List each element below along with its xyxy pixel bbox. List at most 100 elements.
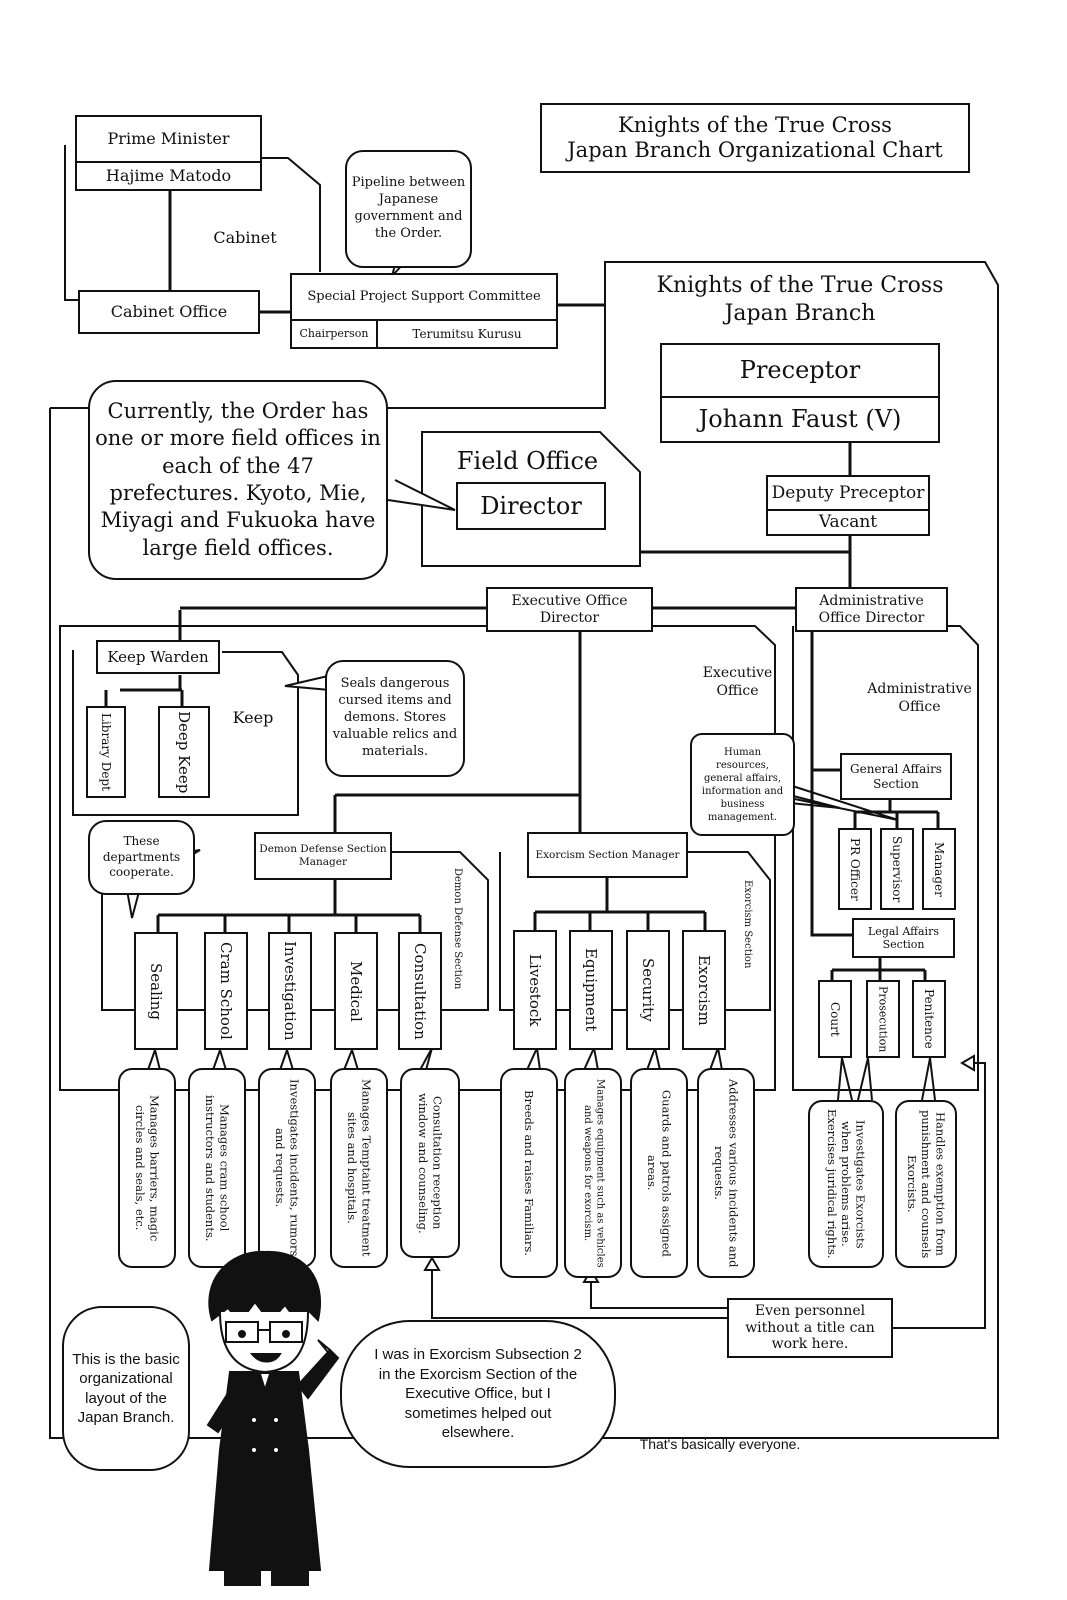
left-speech-bubble: This is the basic organizational layout … [62,1306,190,1471]
dept-label: Exorcism [695,954,713,1026]
dept-label: Investigation [281,941,299,1041]
dept-desc-bubble: Consultation reception window and counse… [400,1068,460,1258]
ga-unit-label: Manager [932,841,946,897]
dept-desc-bubble: Manages Temptaint treatment sites and ho… [330,1068,388,1268]
dept-desc: Consultation reception window and counse… [416,1092,445,1234]
preceptor-name: Johann Faust (V) [662,395,938,441]
committee-chair-row: Chairperson Terumitsu Kurusu [292,318,556,347]
dept-desc-bubble: Guards and patrols assigned areas. [630,1068,688,1278]
everyone-note: That's basically everyone. [639,1436,801,1452]
branch-heading-line2: Japan Branch [724,300,876,326]
dept-desc: Manages Temptaint treatment sites and ho… [345,1079,374,1257]
dept-box: Investigation [268,932,312,1050]
dept-label: Cram School [217,942,235,1040]
dept-box: Exorcism [682,930,726,1050]
dept-desc: Investigates incidents, rumors and reque… [273,1079,302,1257]
admin-office-label: Administrative Office [867,681,972,715]
dept-desc-bubble: Investigates incidents, rumors and reque… [258,1068,316,1268]
field-office-note-text: Currently, the Order has one or more fie… [95,399,381,560]
penitence-desc: Handles exemption from punishment and co… [904,1109,948,1259]
executive-director-label: Executive Office Director [511,592,628,626]
right-speech-text: I was in Exorcism Subsection 2 in the Ex… [374,1346,582,1442]
dept-desc: Guards and patrols assigned areas. [645,1089,674,1257]
dept-label: Livestock [526,953,544,1027]
ga-unit-box: Manager [922,828,956,910]
dept-desc: Manages cram school instructors and stud… [203,1094,232,1242]
ga-unit-box: PR Officer [838,828,872,910]
ga-unit-label: Supervisor [890,835,904,903]
legal-unit-label: Prosecution [876,985,890,1053]
field-director-label: Director [480,491,582,520]
legal-unit-box: Penitence [912,980,946,1058]
chart-title-line1: Knights of the True Cross [618,112,892,137]
dept-box: Security [626,930,670,1050]
left-speech-text: This is the basic organizational layout … [72,1350,180,1427]
branch-heading-line1: Knights of the True Cross [656,273,944,298]
demon-manager-label: Demon Defense Section Manager [259,843,387,868]
legal-unit-label: Court [828,1001,842,1037]
exorcism-section-label: Exorcism Section [742,880,753,969]
deputy-preceptor-label: Deputy Preceptor [771,482,925,503]
committee-label: Special Project Support Committee [307,288,541,304]
library-dept-box: Library Dept [86,706,126,798]
personnel-note-text: Even personnel without a title can work … [745,1302,875,1353]
admin-director-box: Administrative Office Director [795,587,948,632]
prime-minister-name: Hajime Matodo [77,160,260,189]
prime-minister-label: Prime Minister [107,129,230,149]
ga-unit-box: Supervisor [880,828,914,910]
preceptor-box: Preceptor Johann Faust (V) [660,343,940,443]
chairperson-label: Chairperson [292,320,378,347]
dept-desc-bubble: Manages barriers, magic circles and seal… [118,1068,176,1268]
legal-unit-label: Penitence [922,989,936,1049]
demon-manager-box: Demon Defense Section Manager [254,832,392,880]
keep-warden-label: Keep Warden [107,648,209,666]
legal-unit-box: Prosecution [866,980,900,1058]
demon-section-label: Demon Defense Section [452,868,463,990]
executive-director-box: Executive Office Director [486,587,653,632]
cabinet-label: Cabinet [213,228,277,247]
legal-affairs-label: Legal Affairs Section [868,924,939,951]
dept-label: Medical [347,960,365,1022]
ga-unit-label: PR Officer [848,837,862,901]
field-director-box: Director [456,482,606,530]
dept-box: Sealing [134,932,178,1050]
dept-box: Livestock [513,930,557,1050]
cabinet-office-label: Cabinet Office [110,302,228,322]
general-affairs-label: General Affairs Section [850,762,942,791]
dept-label: Equipment [582,948,600,1032]
legal-unit-box: Court [818,980,852,1058]
court-desc: Investigates Exorcists when problems ari… [824,1109,868,1259]
preceptor-label: Preceptor [739,356,861,385]
cooperate-note-text: These departments cooperate. [102,834,181,880]
ga-note-text: Human resources, general affairs, inform… [701,746,784,823]
dept-desc-bubble: Breeds and raises Familiars. [500,1068,558,1278]
dept-box: Cram School [204,932,248,1050]
committee-box: Special Project Support Committee Chairp… [290,273,558,349]
deputy-preceptor-name: Vacant [768,508,928,534]
chart-title-line2: Japan Branch Organizational Chart [567,138,943,162]
library-dept-label: Library Dept [99,713,113,791]
dept-box: Equipment [569,930,613,1050]
dept-desc-bubble: Manages equipment such as vehicles and w… [564,1068,622,1278]
prime-minister-box: Prime Minister Hajime Matodo [75,115,262,191]
general-affairs-box: General Affairs Section [840,753,952,800]
dept-label: Security [639,958,657,1022]
executive-office-label: Executive Office [702,665,773,699]
admin-director-label: Administrative Office Director [818,592,925,626]
pipeline-note-text: Pipeline between Japanese government and… [351,175,466,241]
dept-label: Consultation [411,942,429,1040]
legal-affairs-box: Legal Affairs Section [852,918,955,958]
cooperate-note-bubble: These departments cooperate. [88,820,195,895]
dept-label: Sealing [147,962,165,1020]
court-desc-bubble: Investigates Exorcists when problems ari… [808,1100,884,1268]
dept-desc: Manages equipment such as vehicles and w… [582,1078,606,1268]
dept-desc: Manages barriers, magic circles and seal… [133,1094,162,1242]
dept-desc-bubble: Manages cram school instructors and stud… [188,1068,246,1268]
keep-warden-box: Keep Warden [96,640,220,674]
keep-note-bubble: Seals dangerous cursed items and demons.… [325,660,465,777]
branch-heading: Knights of the True Cross Japan Branch [650,272,950,327]
deep-keep-box: Deep Keep [158,706,210,798]
cabinet-office-box: Cabinet Office [78,290,260,334]
keep-note-text: Seals dangerous cursed items and demons.… [332,676,458,759]
character-illustration [206,1250,340,1586]
